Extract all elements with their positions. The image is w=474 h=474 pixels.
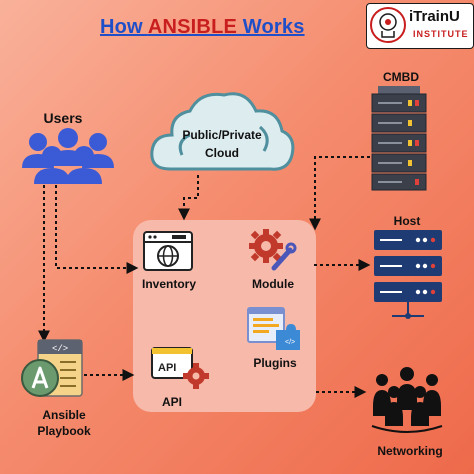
server-rack-icon — [371, 86, 427, 191]
playbook-label-line2: Playbook — [37, 424, 91, 438]
module-gear-icon — [249, 229, 297, 271]
users-icon — [22, 128, 114, 184]
networking-people-icon — [371, 367, 443, 433]
diagram-title: How ANSIBLE Works — [100, 16, 305, 39]
cloud-label-line1: Public/Private — [182, 128, 262, 142]
inventory-icon — [143, 231, 193, 271]
cmbd-label: CMBD — [383, 70, 419, 84]
module-label: Module — [252, 277, 294, 291]
logo-head-icon — [370, 7, 406, 43]
api-icon: API — [151, 347, 209, 389]
users-label: Users — [43, 110, 83, 126]
cloud-icon — [150, 92, 295, 171]
playbook-label-line1: Ansible — [42, 408, 86, 422]
networking-label: Networking — [377, 444, 443, 458]
svg-text:</>: </> — [52, 344, 68, 354]
cloud-to-inventory-line — [178, 175, 199, 221]
host-label: Host — [393, 214, 421, 228]
svg-text:</>: </> — [285, 339, 295, 346]
title-suffix: Works — [237, 16, 305, 38]
itrainu-logo: iTrainU INSTITUTE — [366, 3, 474, 49]
cmbd-to-central-line — [309, 156, 370, 231]
logo-subtitle: INSTITUTE — [413, 29, 469, 39]
cloud-label-line2: Cloud — [205, 146, 239, 160]
inventory-label: Inventory — [141, 277, 196, 291]
users-to-inventory-line — [55, 185, 139, 274]
plugins-label: Plugins — [253, 356, 297, 370]
svg-text:API: API — [158, 362, 176, 374]
plugins-icon: </> — [247, 307, 300, 350]
playbook-icon: </> — [21, 339, 83, 397]
host-servers-icon — [374, 230, 442, 319]
logo-name: iTrainU — [409, 8, 460, 25]
title-highlight: ANSIBLE — [147, 16, 238, 38]
api-label: API — [161, 395, 182, 409]
title-prefix: How — [100, 16, 148, 38]
